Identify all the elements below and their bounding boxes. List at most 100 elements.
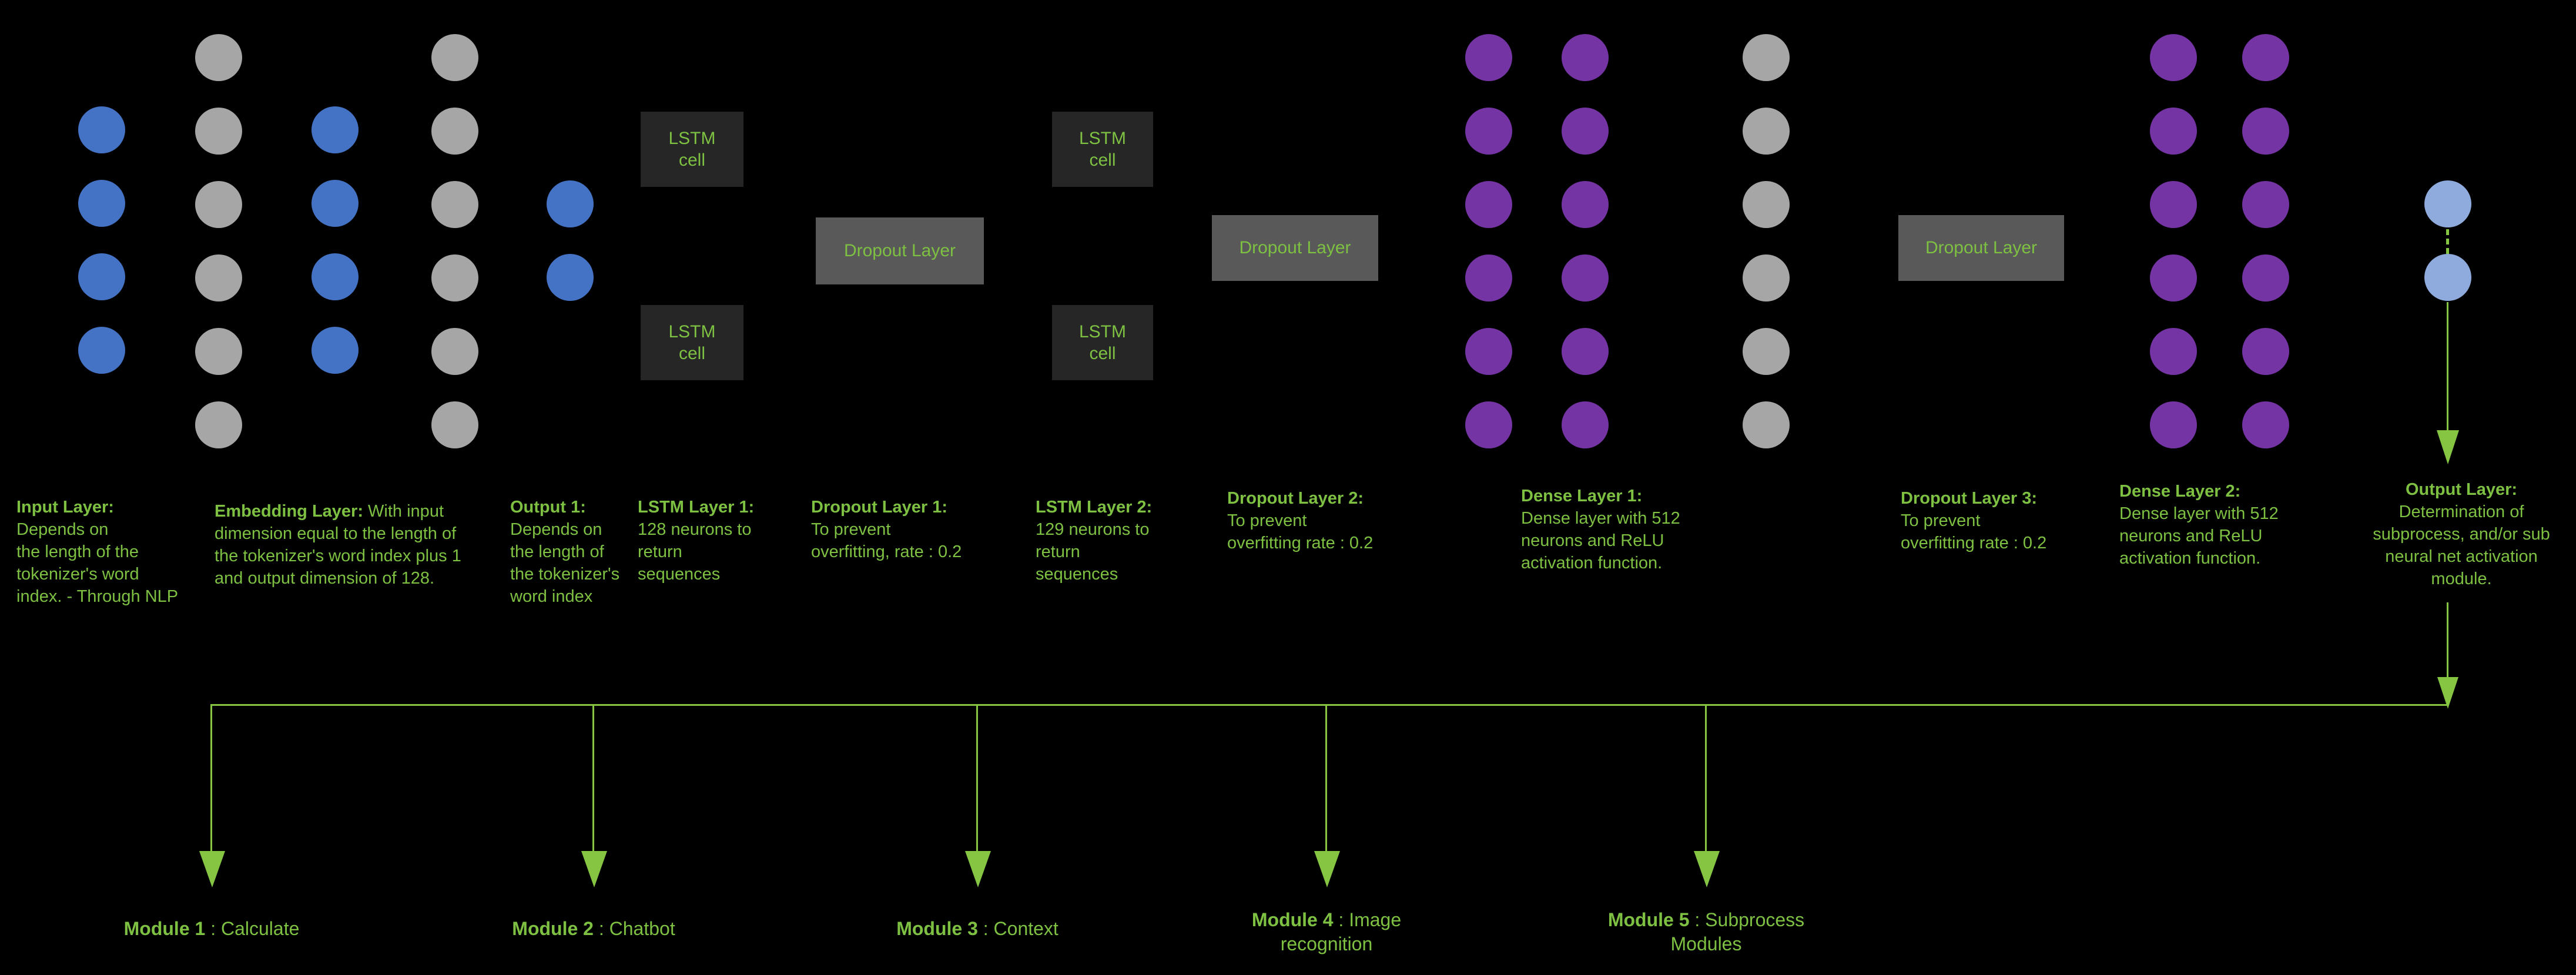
output1-neuron-column (547, 180, 594, 301)
label-body: 129 neurons to return sequences (1036, 520, 1150, 584)
lstm1-layer-label: LSTM Layer 1: 128 neurons to return seque… (638, 497, 785, 586)
module4-arrowhead-icon (1314, 851, 1340, 887)
neuron (2242, 34, 2289, 81)
label-inline: With input (363, 502, 444, 521)
module-title: Module 4 (1251, 909, 1334, 930)
label-title: LSTM Layer 1: (638, 498, 755, 517)
dense2-layer-label: Dense Layer 2: Dense layer with 512 neuro… (2119, 481, 2307, 570)
dense1-neuron-column-1 (1465, 34, 1512, 448)
neuron (1743, 34, 1790, 81)
neuron (195, 254, 242, 301)
neuron (2150, 401, 2197, 448)
embedding-neuron-column-3 (431, 34, 478, 448)
lstm1-cell-box-top: LSTM cell (641, 112, 743, 187)
neuron (1562, 108, 1609, 155)
neuron (1465, 328, 1512, 375)
neuron (78, 253, 125, 300)
module-text: : Calculate (205, 918, 300, 939)
label-title: Dropout Layer 3: (1901, 489, 2038, 508)
neuron (78, 106, 125, 153)
neuron (2242, 401, 2289, 448)
label-body: 128 neurons to return sequences (638, 520, 752, 584)
module1-label: Module 1 : Calculate (47, 917, 376, 941)
dense1-neuron-column-2 (1562, 34, 1609, 448)
label-body: Determination of subprocess, and/or sub … (2373, 502, 2550, 588)
neuron (431, 181, 478, 228)
label-body: To prevent overfitting rate : 0.2 (1227, 511, 1374, 552)
neuron (1562, 401, 1609, 448)
label-title: Dropout Layer 1: (811, 498, 948, 517)
neuron (2242, 328, 2289, 375)
module-text: : Context (977, 918, 1058, 939)
module2-drop-line (592, 705, 594, 852)
lstm2-cell-box-top: LSTM cell (1052, 112, 1153, 187)
neuron (2150, 328, 2197, 375)
neuron (195, 328, 242, 375)
label-body: Dense layer with 512 neurons and ReLU ac… (2119, 504, 2279, 568)
input-neuron-column (78, 106, 125, 374)
dropout1-box: Dropout Layer (816, 217, 984, 284)
neuron (1562, 328, 1609, 375)
neuron (195, 34, 242, 81)
neuron (78, 180, 125, 227)
output-neurons-dashed-connector (2446, 229, 2449, 254)
dropout2-layer-label: Dropout Layer 2: To prevent overfitting r… (1227, 488, 1415, 555)
neuron (1743, 108, 1790, 155)
label-body: To prevent overfitting rate : 0.2 (1901, 511, 2047, 552)
label-body: Depends on the length of the tokenizer's… (510, 520, 620, 606)
dropout3-layer-label: Dropout Layer 3: To prevent overfitting r… (1901, 488, 2089, 555)
neuron (1465, 108, 1512, 155)
neuron (311, 180, 359, 227)
module-text: : Subprocess Modules (1670, 909, 1805, 954)
neuron (431, 108, 478, 155)
neuron (311, 253, 359, 300)
lstm-cell-text: LSTM cell (668, 321, 716, 364)
module-text: : Image recognition (1280, 909, 1402, 954)
neuron (195, 401, 242, 448)
label-title: Output 1: (510, 498, 586, 517)
neuron (1465, 401, 1512, 448)
neuron (2150, 34, 2197, 81)
dropout-box-text: Dropout Layer (1925, 238, 2038, 258)
label-title: Dense Layer 2: (2119, 482, 2241, 501)
module2-arrowhead-icon (581, 851, 607, 887)
neuron (2150, 254, 2197, 301)
module-text: : Chatbot (593, 918, 675, 939)
module3-arrowhead-icon (965, 851, 991, 887)
lstm2-cell-box-bottom: LSTM cell (1052, 305, 1153, 380)
label-title: Dropout Layer 2: (1227, 489, 1364, 508)
neuron (2242, 254, 2289, 301)
module5-arrowhead-icon (1694, 851, 1720, 887)
neuron (1562, 254, 1609, 301)
module5-label: Module 5 : Subprocess Modules (1542, 908, 1871, 956)
label-title: Dense Layer 1: (1521, 487, 1643, 505)
module2-label: Module 2 : Chatbot (429, 917, 758, 941)
dense1-neuron-column-3 (1743, 34, 1790, 448)
module-title: Module 5 (1607, 909, 1690, 930)
lstm2-layer-label: LSTM Layer 2: 129 neurons to return seque… (1036, 497, 1183, 586)
label-body: dimension equal to the length of the tok… (215, 524, 461, 588)
dense2-neuron-column-1 (2150, 34, 2197, 448)
output-arrowhead-icon (2437, 430, 2459, 464)
output1-label: Output 1: Depends on the length of the to… (510, 497, 651, 608)
output-to-trunk-line (2447, 602, 2448, 679)
dropout1-layer-label: Dropout Layer 1: To prevent overfitting, … (811, 497, 999, 564)
neuron (431, 254, 478, 301)
neuron (2150, 181, 2197, 228)
neuron (2150, 108, 2197, 155)
dense2-neuron-column-2 (2242, 34, 2289, 448)
neuron (195, 181, 242, 228)
module-trunk-line (210, 704, 2448, 706)
label-body: To prevent overfitting, rate : 0.2 (811, 520, 962, 561)
dense1-layer-label: Dense Layer 1: Dense layer with 512 neuro… (1521, 485, 1709, 575)
module3-drop-line (976, 705, 978, 852)
neuron (2424, 180, 2471, 227)
label-body: Dense layer with 512 neurons and ReLU ac… (1521, 508, 1680, 572)
input-layer-label: Input Layer:Depends on the length of the… (16, 497, 193, 608)
label-title: LSTM Layer 2: (1036, 498, 1153, 517)
module4-drop-line (1325, 705, 1327, 852)
neuron (1743, 254, 1790, 301)
neuron (311, 327, 359, 374)
